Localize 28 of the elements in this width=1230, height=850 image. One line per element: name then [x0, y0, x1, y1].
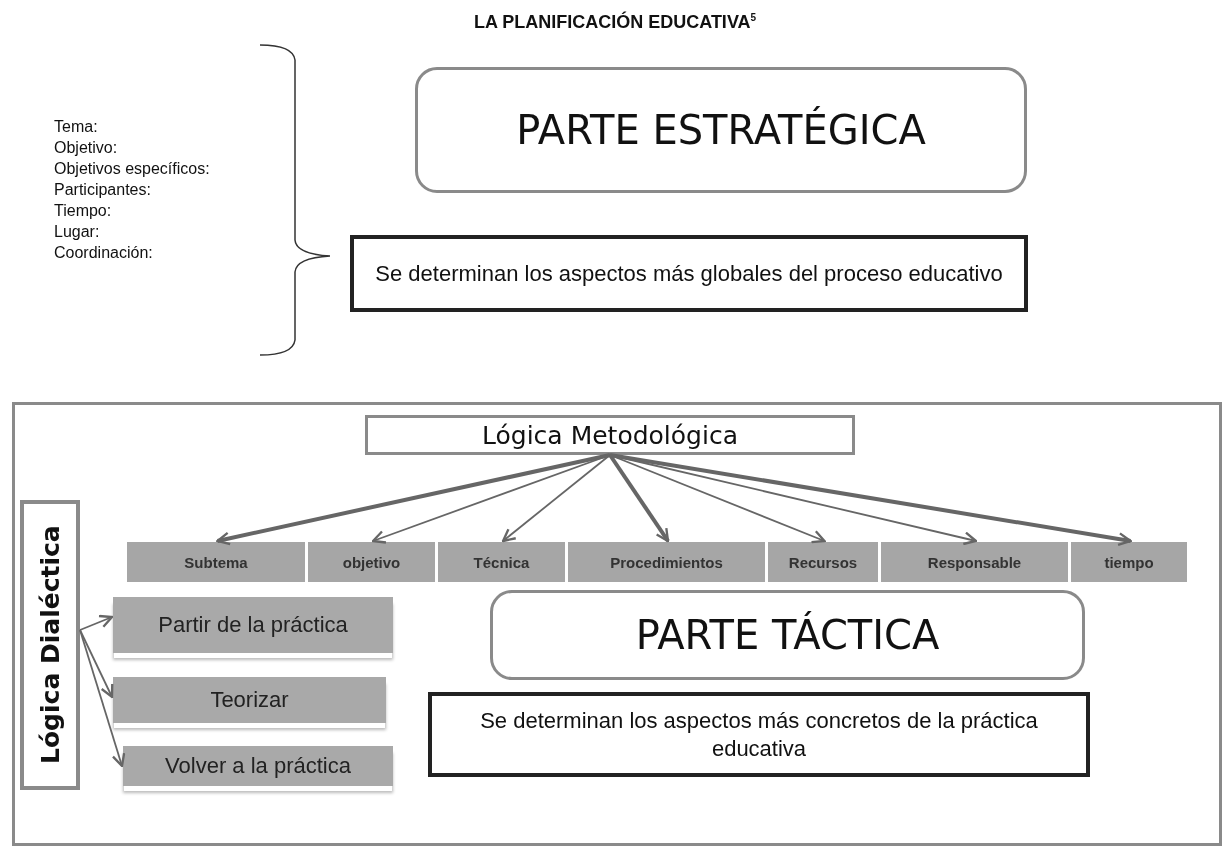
table-header-cell: Técnica [438, 542, 568, 582]
field-label: Coordinación: [54, 244, 153, 262]
table-header-cell: Procedimientos [568, 542, 768, 582]
field-label: Participantes: [54, 181, 151, 199]
field-label: Tiempo: [54, 202, 112, 220]
table-header-cell: Recursos [768, 542, 881, 582]
title: LA PLANIFICACIÓN EDUCATIVA$^{5}$ [473, 12, 757, 32]
arrow [79, 614, 114, 631]
arrow [609, 453, 1132, 546]
text-box: Se determinan los aspectos más concretos de la práctica educativa [428, 692, 1090, 777]
arrow [216, 453, 611, 546]
field-label: Objetivos específicos: [54, 160, 210, 178]
arrow [501, 454, 611, 543]
table-header-cell: Subtema [127, 542, 308, 582]
field-label: Objetivo: [54, 139, 118, 157]
vertical-box: Lógica Dialéctica [20, 500, 80, 790]
field-label: Tema: [54, 118, 98, 136]
panel-frame [12, 402, 1222, 846]
arrow [79, 629, 114, 699]
field-label: Lugar: [54, 223, 100, 241]
rounded-box: PARTE ESTRATÉGICA [415, 67, 1027, 193]
table-header-cell: tiempo [1071, 542, 1190, 582]
table-header-cell: Responsable [881, 542, 1071, 582]
table-header-cell: objetivo [308, 542, 438, 582]
heading-box: Lógica Metodológica [365, 415, 855, 455]
rounded-box: PARTE TÁCTICA [490, 590, 1085, 680]
text-box: Se determinan los aspectos más globales del proceso educativo [350, 235, 1028, 312]
arrow [79, 629, 126, 768]
